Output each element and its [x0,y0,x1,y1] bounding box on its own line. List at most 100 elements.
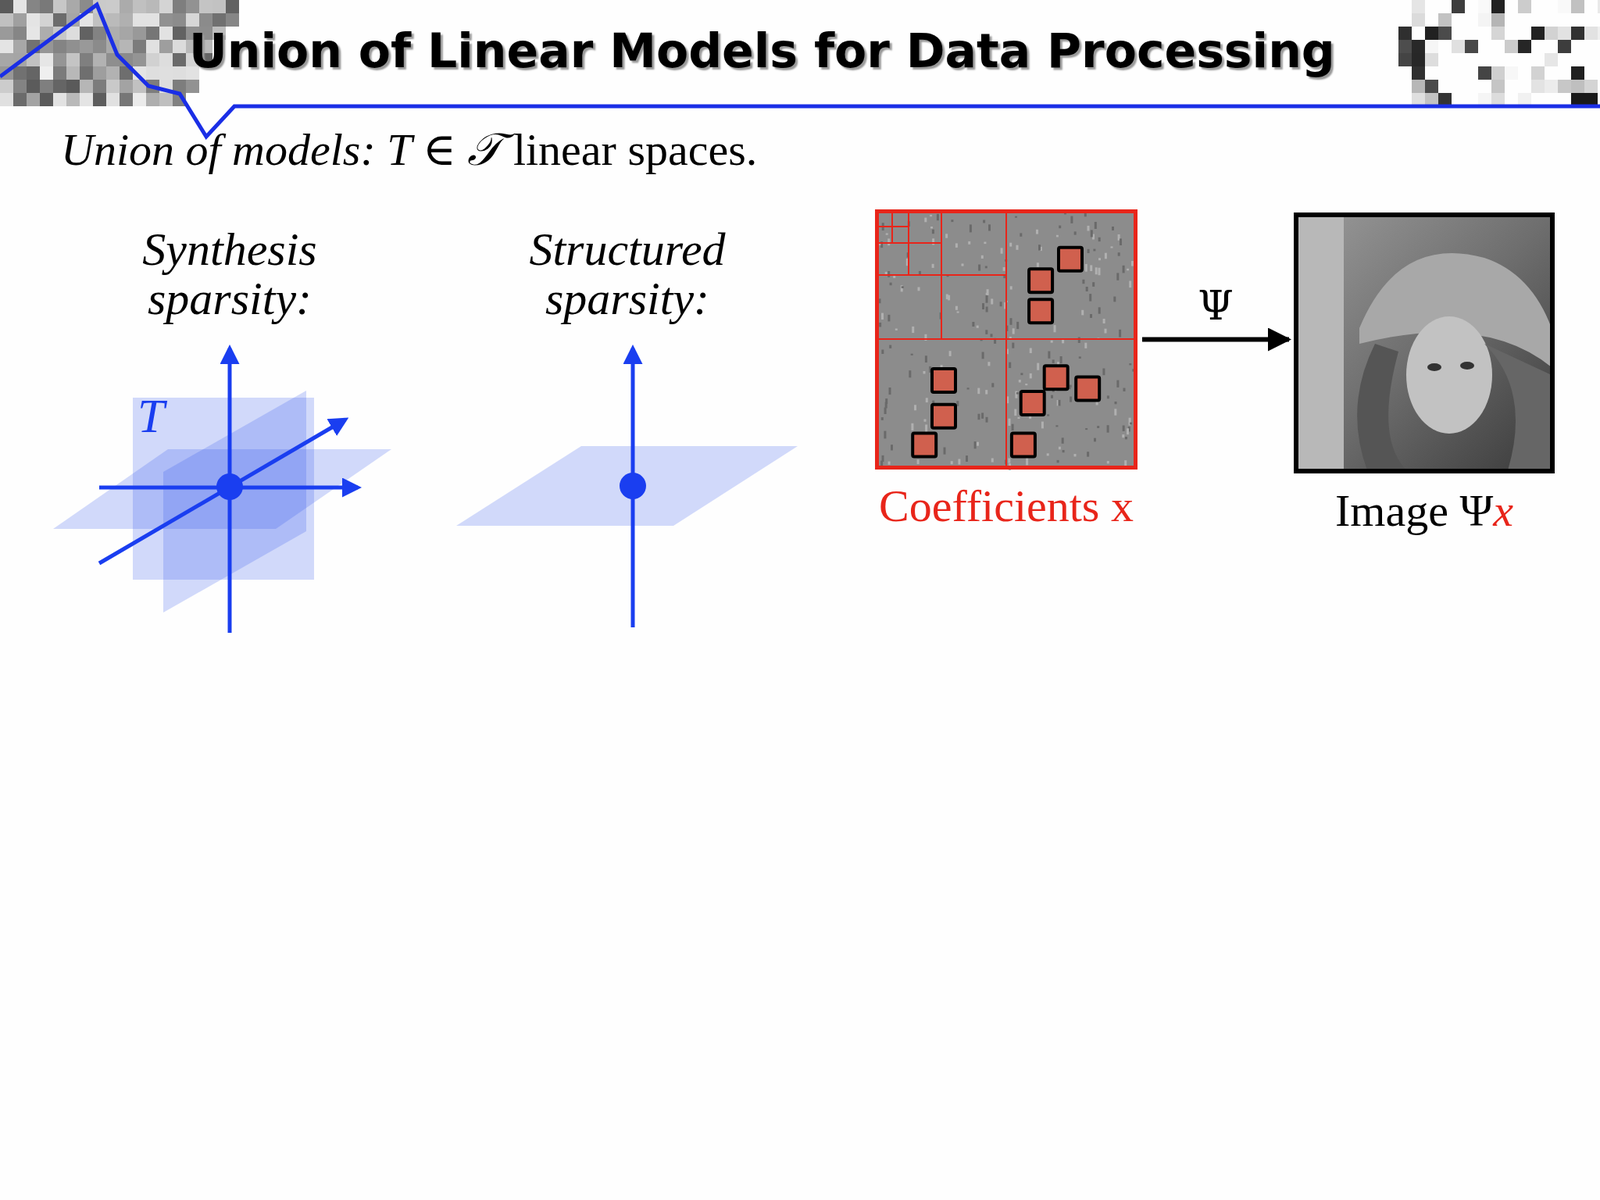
mosaic-cell [1544,53,1558,67]
mosaic-cell [172,39,186,54]
coefficient-speck [983,242,986,245]
coefficient-speck [932,229,935,235]
coefficient-speck [1047,351,1050,359]
coefficient-speck [1129,422,1133,425]
mosaic-cell [53,0,67,14]
coefficient-speck [1017,417,1021,419]
mosaic-cell [146,26,160,40]
coefficient-speck [971,321,975,327]
mosaic-cell [1491,13,1505,27]
coefficient-speck [977,388,980,395]
coefficient-speck [985,266,988,269]
coefficient-speck [961,263,965,266]
coefficient-speck [957,311,960,314]
mosaic-cell [132,53,147,67]
coefficient-speck [982,352,985,360]
coefficient-speck [1025,457,1029,465]
coefficient-speck [1122,265,1125,274]
mosaic-cell [1398,53,1412,67]
coefficient-speck [887,271,890,278]
coefficient-speck [881,350,884,355]
mosaic-cell [172,0,186,14]
coefficient-speck [910,353,914,356]
coefficient-speck [925,425,928,433]
selected-coefficient [1044,365,1068,390]
mosaic-cell [1571,0,1585,14]
mosaic-cell [1597,26,1600,40]
coefficient-speck [1055,425,1058,427]
coefficient-speck [1084,342,1087,349]
mosaic-cell [79,26,93,40]
coefficient-speck [982,303,985,310]
mosaic-cell [92,66,107,80]
coefficient-speck [1070,216,1073,224]
coefficient-speck [1018,379,1022,383]
coefficient-speck [1036,363,1040,371]
mosaic-cell [1425,79,1439,93]
mosaic-cell [225,0,240,14]
coefficient-speck [1074,453,1077,457]
mosaic-cell [26,79,40,93]
coefficient-speck [923,371,926,375]
mosaic-cell [1531,66,1545,80]
coefficient-speck [889,387,892,395]
mosaic-cell [159,66,173,80]
coefficient-speck [1104,253,1108,260]
coefficient-speck [976,325,979,329]
coefficient-speck [985,295,989,304]
coefficient-speck [981,412,984,418]
mosaic-cell [66,0,80,14]
coefficient-speck [1107,425,1110,433]
coefficient-speck [1118,329,1122,338]
mosaic-cell [39,13,54,27]
mosaic-cell [1438,92,1452,107]
mosaic-cell [39,92,54,107]
selected-coefficient [1028,268,1053,293]
coefficient-speck [967,241,971,245]
coefficient-speck [924,217,927,223]
coefficient-speck [1123,388,1126,392]
coefficient-speck [1082,279,1085,284]
mosaic-cell [159,26,173,40]
coefficient-speck [1085,428,1088,430]
coefficient-speck [936,214,940,221]
coefficient-speck [1086,451,1090,457]
coefficient-speck [1107,460,1110,464]
coefficient-speck [1093,438,1097,443]
coefficient-speck [1098,257,1101,261]
mosaic-cell [146,39,160,54]
mosaic-cell [1478,0,1492,14]
mosaic-cell [146,13,160,27]
coefficient-speck [991,382,994,387]
coefficient-speck [889,345,892,349]
selected-coefficient [932,404,956,429]
coefficient-speck [978,414,981,421]
mosaic-cell [79,92,93,107]
mosaic-cell [1517,92,1532,107]
mosaic-cell [106,13,120,27]
mosaic-cell [66,92,80,107]
coefficient-speck [1125,436,1128,440]
mosaic-cell [1438,26,1452,40]
coefficient-speck [1000,301,1003,307]
coefficient-speck [881,417,884,421]
coefficient-speck [1114,408,1117,415]
mosaic-cell [1531,79,1545,93]
coefficient-speck [884,407,887,415]
coefficient-speck [1062,450,1065,453]
slide-title: Union of Linear Models for Data Processi… [189,23,1336,79]
coefficient-speck [895,328,898,331]
coefficient-speck [890,444,893,450]
coefficient-speck [1114,401,1118,404]
mosaic-cell [106,0,120,14]
coefficient-speck [991,458,994,463]
mosaic-cell [1544,79,1558,93]
coefficient-speck [1036,262,1040,268]
lena-image [1296,215,1552,471]
mosaic-cell [1557,39,1572,54]
coefficient-speck [881,313,884,320]
coefficient-speck [883,431,886,440]
coefficient-speck [1103,318,1106,324]
coefficient-speck [1074,231,1077,235]
coefficient-speck [1041,421,1044,429]
